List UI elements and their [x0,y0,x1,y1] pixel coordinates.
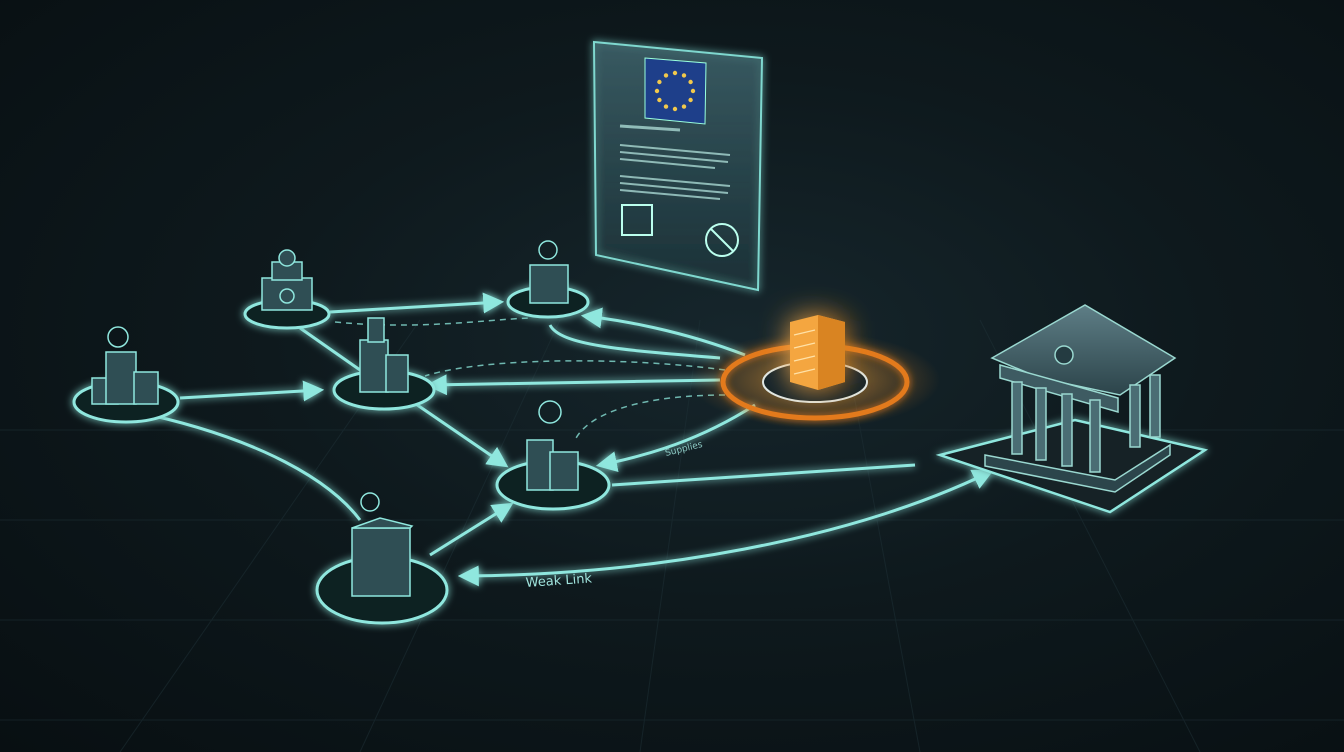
capitol-icon[interactable] [261,249,313,311]
office-building-icon[interactable] [529,240,569,304]
edge [149,413,362,521]
eu-star [690,88,696,94]
office-building-icon[interactable] [91,326,159,405]
no-sign-icon [705,223,739,257]
edge [580,307,746,357]
eu-star [681,104,687,109]
eu-star [672,70,678,76]
eu-star [663,73,669,78]
edge [329,292,505,314]
highlighted-building-icon [790,315,845,390]
bank-node[interactable] [935,304,1209,514]
factory-icon[interactable] [526,400,579,491]
edge [425,374,721,396]
eu-star [657,79,662,85]
edge-weak-link [457,469,994,587]
eu-star [688,79,693,85]
edge [299,326,361,372]
eu-star [681,73,687,78]
floor-grid [0,319,1344,752]
eu-star [654,88,660,94]
highlighted-node[interactable] [690,315,940,428]
edge [179,380,325,402]
edge-label-weak-link: Weak Link [525,571,593,591]
document-text-lines [619,124,731,200]
eu-star [657,97,662,103]
office-building-icon[interactable] [351,492,414,597]
eu-star [663,104,669,109]
edge [548,324,721,360]
eu-document-panel[interactable] [592,40,764,292]
bank-icon [984,304,1177,493]
edge-label-supplies: Supplies [664,440,704,459]
edges [149,292,994,587]
eu-star [688,97,693,103]
edge [429,502,514,557]
edge [409,398,509,468]
eu-flag-icon [644,57,707,125]
office-building-icon[interactable] [359,317,409,393]
stamp-icon [621,204,653,236]
eu-star [672,106,678,112]
